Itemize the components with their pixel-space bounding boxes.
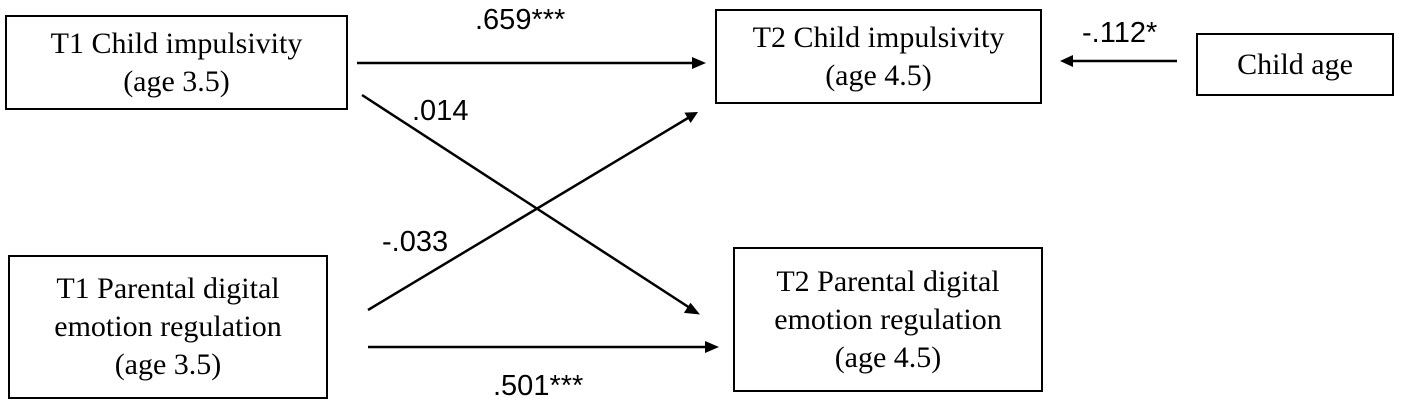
coefficient-t1par-to-t2imp: -.033 [382, 226, 449, 258]
node-t1-parental-digital-emotion-regulation: T1 Parental digital emotion regulation (… [8, 255, 328, 399]
coefficient-t1imp-to-t2imp: .659*** [475, 4, 566, 36]
coefficient-t1par-to-t2par: .501*** [493, 370, 584, 402]
node-line: emotion regulation [54, 310, 282, 343]
node-line: T2 Child impulsivity [752, 20, 1005, 54]
node-line: (age 3.5) [114, 348, 222, 381]
node-line: T2 Parental digital [776, 264, 1000, 298]
node-child-age: Child age [1196, 33, 1394, 96]
node-line: Child age [1237, 47, 1353, 81]
coefficient-t1imp-to-t2par: .014 [412, 95, 469, 127]
node-t2-child-impulsivity: T2 Child impulsivity (age 4.5) [715, 9, 1042, 104]
arrow-t1par-to-t2imp [367, 112, 698, 312]
node-t2-parental-digital-emotion-regulation: T2 Parental digital emotion regulation (… [733, 247, 1043, 392]
node-line: (age 4.5) [825, 58, 932, 92]
node-line: T1 Parental digital [56, 272, 280, 305]
node-line: (age 4.5) [834, 340, 942, 374]
coefficient-age-to-t2imp: -.112* [1082, 17, 1158, 49]
arrow-age-to-t2imp [1060, 55, 1177, 67]
node-line: T1 Child impulsivity [50, 26, 303, 60]
node-line: (age 3.5) [123, 64, 230, 98]
arrow-t1par-to-t2par [368, 341, 719, 353]
node-t1-child-impulsivity: T1 Child impulsivity (age 3.5) [5, 15, 348, 110]
arrow-t1imp-to-t2imp [357, 57, 706, 69]
arrow-t1imp-to-t2par [361, 93, 700, 315]
node-line: emotion regulation [774, 302, 1002, 336]
